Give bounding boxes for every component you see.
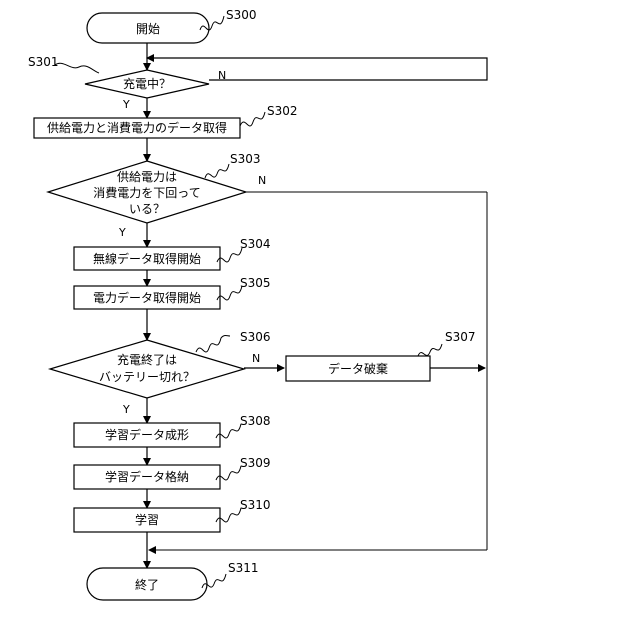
discard-data-text: データ破棄 [328,361,388,376]
s304-id: S304 [240,237,271,251]
s303-no-label: N [258,174,266,187]
s302-id: S302 [267,104,298,118]
s306-no-label: N [252,352,260,365]
step-s307-process: データ破棄 [286,356,430,381]
supply-decision-line2: 消費電力を下回って [93,185,200,200]
wireless-data-start-text: 無線データ取得開始 [93,251,201,266]
supply-decision-line1: 供給電力は [117,170,177,184]
s307-leader [418,344,442,356]
s303-yes-label: Y [118,226,126,239]
s302-leader [240,112,265,126]
s305-id: S305 [240,276,271,290]
s301-yes-label: Y [122,98,130,111]
step-s310-process: 学習 [74,508,220,532]
shape-training-data-text: 学習データ成形 [105,427,189,442]
s301-no-label: N [218,69,226,82]
step-s306-decision: 充電終了は バッテリー切れ？ [50,340,244,398]
step-s308-process: 学習データ成形 [74,423,220,447]
start-text: 開始 [136,22,160,36]
store-training-data-text: 学習データ格納 [105,469,189,484]
step-s304-process: 無線データ取得開始 [74,247,220,270]
power-data-start-text: 電力データ取得開始 [93,290,201,305]
s301-leader [55,63,99,73]
step-s311-end: 終了 [87,568,207,600]
s308-id: S308 [240,414,271,428]
s301-id: S301 [28,55,59,69]
step-s300-start: 開始 [87,13,209,43]
step-s302-process: 供給電力と消費電力のデータ取得 [34,118,240,138]
s309-id: S309 [240,456,271,470]
step-s305-process: 電力データ取得開始 [74,286,220,309]
supply-decision-line3: いる？ [129,202,165,216]
s306-leader [196,336,230,353]
step-s309-process: 学習データ格納 [74,465,220,489]
acquire-power-data-text: 供給電力と消費電力のデータ取得 [47,120,227,135]
step-s303-decision: 供給電力は 消費電力を下回って いる？ [48,161,246,223]
s310-id: S310 [240,498,271,512]
s307-id: S307 [445,330,476,344]
s304-leader [217,248,242,262]
s303-id: S303 [230,152,261,166]
step-s301-decision: 充電中？ [85,70,209,98]
charging-text: 充電中？ [123,76,171,91]
s306-yes-label: Y [122,403,130,416]
s306-id: S306 [240,330,271,344]
charge-end-line1: 充電終了は [117,352,177,367]
learning-text: 学習 [135,512,159,527]
s305-leader [217,286,242,300]
s303-leader [205,164,229,178]
s300-id: S300 [226,8,257,22]
charge-end-line2: バッテリー切れ？ [99,370,195,384]
arrow-s301-no-loop [147,58,487,80]
s311-id: S311 [228,561,259,575]
charge-end-decision [50,340,244,398]
end-text: 終了 [135,577,159,592]
